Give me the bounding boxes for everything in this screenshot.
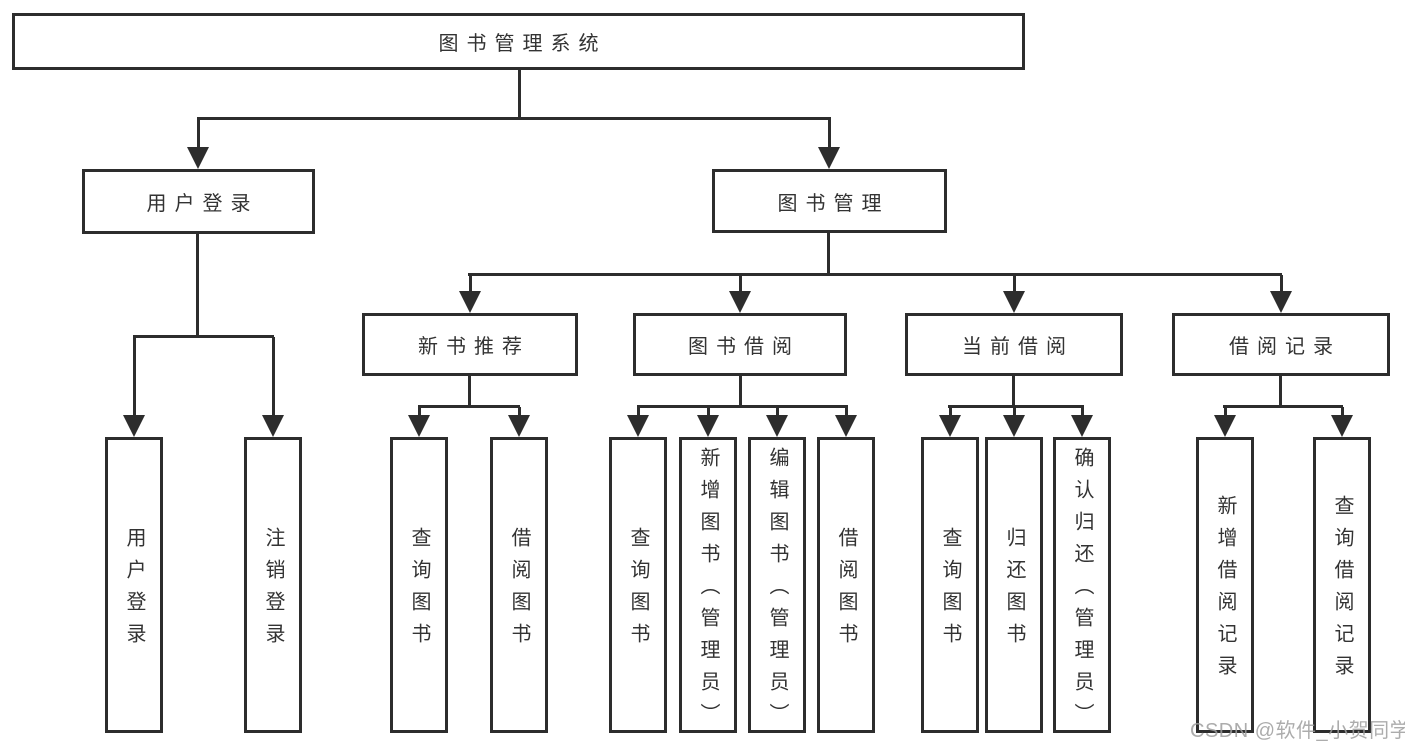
connector-arrow xyxy=(262,337,284,437)
node-user-login: 用户登录 xyxy=(82,169,315,234)
leaf-query-books-current: 查询图书 xyxy=(921,437,979,733)
connector-line xyxy=(1012,376,1015,408)
csdn-watermark: CSDN @软件_小贺同学 xyxy=(1190,720,1405,742)
leaf-label: 查询图书 xyxy=(408,527,430,655)
connector-line xyxy=(739,376,742,408)
connector-line xyxy=(1223,405,1343,408)
connector-arrow xyxy=(818,119,840,169)
connector-arrow xyxy=(766,407,788,437)
connector-arrow xyxy=(1270,275,1292,313)
leaf-query-books-recommend: 查询图书 xyxy=(390,437,448,733)
leaf-label: 新增借阅记录 xyxy=(1214,495,1236,687)
node-book-management: 图书管理 xyxy=(712,169,947,233)
node-label: 当前借阅 xyxy=(962,336,1074,358)
leaf-confirm-return-admin: 确认归还（管理员） xyxy=(1053,437,1111,735)
connector-arrow xyxy=(939,407,961,437)
connector-line xyxy=(197,117,831,120)
leaf-query-borrow-record: 查询借阅记录 xyxy=(1313,437,1371,733)
leaf-label: 查询借阅记录 xyxy=(1331,495,1353,687)
connector-arrow xyxy=(459,275,481,313)
leaf-label: 归还图书 xyxy=(1003,527,1025,655)
node-borrowing-records: 借阅记录 xyxy=(1172,313,1390,376)
leaf-edit-book-admin: 编辑图书（管理员） xyxy=(748,437,806,735)
connector-arrow xyxy=(1331,407,1353,437)
leaf-label: 新增图书（管理员） xyxy=(697,447,719,735)
connector-line xyxy=(133,335,274,338)
leaf-borrow-books: 借阅图书 xyxy=(817,437,875,733)
connector-arrow xyxy=(697,407,719,437)
leaf-label: 查询图书 xyxy=(939,527,961,655)
node-current-borrowing: 当前借阅 xyxy=(905,313,1123,376)
leaf-label: 借阅图书 xyxy=(835,527,857,655)
node-label: 新书推荐 xyxy=(418,336,530,358)
leaf-logout: 注销登录 xyxy=(244,437,302,733)
connector-line xyxy=(948,405,1084,408)
leaf-query-books-borrow: 查询图书 xyxy=(609,437,667,733)
connector-line xyxy=(418,405,520,408)
connector-arrow xyxy=(729,275,751,313)
connector-line xyxy=(468,376,471,408)
connector-line xyxy=(1279,376,1282,408)
leaf-user-login: 用户登录 xyxy=(105,437,163,733)
connector-arrow xyxy=(1071,407,1093,437)
connector-arrow xyxy=(187,119,209,169)
node-root-library-management-system: 图书管理系统 xyxy=(12,13,1025,70)
connector-line xyxy=(518,68,521,120)
connector-arrow xyxy=(1214,407,1236,437)
connector-line xyxy=(196,234,199,338)
leaf-label: 借阅图书 xyxy=(508,527,530,655)
node-label: 图书管理 xyxy=(777,192,890,215)
node-book-borrowing: 图书借阅 xyxy=(633,313,847,376)
leaf-add-borrow-record: 新增借阅记录 xyxy=(1196,437,1254,733)
connector-arrow xyxy=(835,407,857,437)
connector-arrow xyxy=(508,407,530,437)
leaf-label: 注销登录 xyxy=(262,527,284,655)
connector-arrow xyxy=(627,407,649,437)
connector-arrow xyxy=(123,337,145,437)
leaf-borrow-books-recommend: 借阅图书 xyxy=(490,437,548,733)
leaf-add-book-admin: 新增图书（管理员） xyxy=(679,437,737,735)
node-label: 图书管理系统 xyxy=(438,33,607,55)
leaf-label: 确认归还（管理员） xyxy=(1071,447,1093,735)
connector-arrow xyxy=(1003,275,1025,313)
node-label: 借阅记录 xyxy=(1229,336,1341,358)
node-label: 图书借阅 xyxy=(688,336,800,358)
connector-line xyxy=(468,273,1282,276)
leaf-label: 用户登录 xyxy=(123,527,145,655)
leaf-return-book: 归还图书 xyxy=(985,437,1043,733)
connector-line xyxy=(637,405,848,408)
node-label: 用户登录 xyxy=(146,193,259,215)
leaf-label: 编辑图书（管理员） xyxy=(766,447,788,735)
node-new-book-recommendation: 新书推荐 xyxy=(362,313,578,376)
connector-line xyxy=(827,233,830,276)
connector-arrow xyxy=(1003,407,1025,437)
connector-arrow xyxy=(408,407,430,437)
leaf-label: 查询图书 xyxy=(627,527,649,655)
